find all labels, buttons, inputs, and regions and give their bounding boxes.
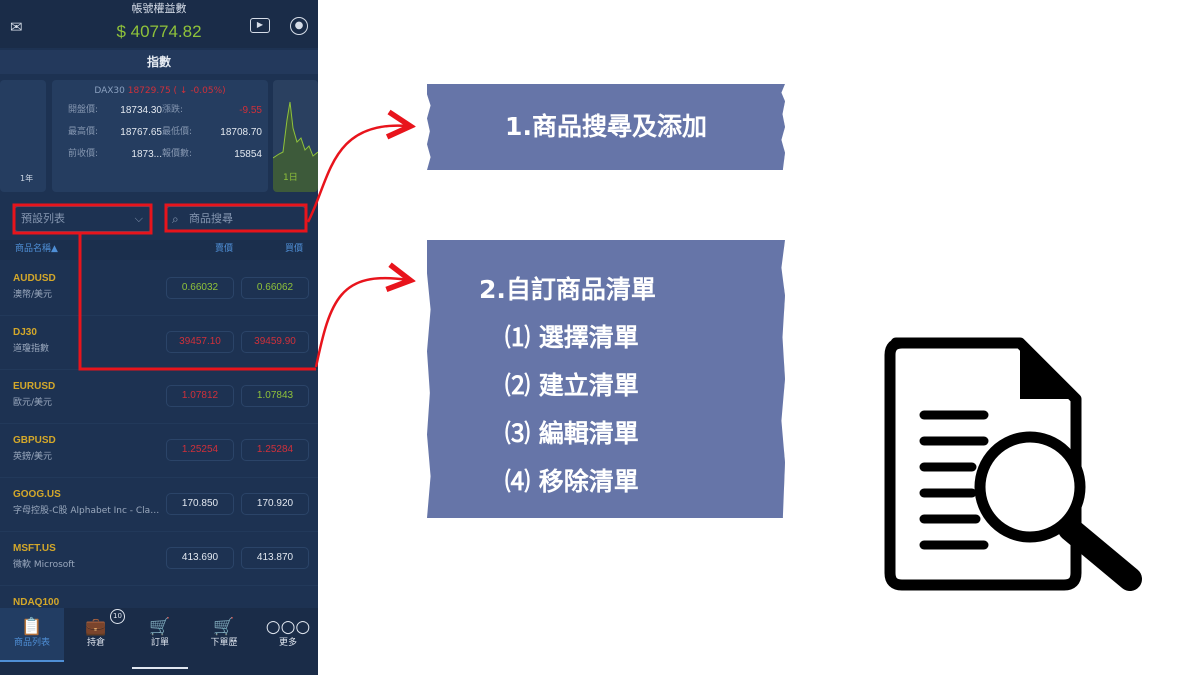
nav-label: 商品列表 [13,638,50,648]
index-name: DAX30 [94,86,125,96]
product-symbol: NDAQ100 [13,597,60,608]
index-stat-value: 18708.70 [220,126,262,138]
column-name[interactable]: 商品名稱▲ [15,244,58,254]
buy-price-button[interactable]: 1.25284 [241,439,309,461]
column-buy: 買價 [285,244,304,254]
buy-price-button[interactable]: 0.66062 [241,277,309,299]
product-row[interactable]: EURUSD 歐元/美元 1.07812 1.07843 [0,370,318,424]
index-stat-label: 前收價: [68,148,99,159]
buy-price-button[interactable]: 170.920 [241,493,309,515]
arrow-2 [314,278,408,368]
balance-title: 帳號權益數 [131,2,187,15]
sell-price-button[interactable]: 1.07812 [166,385,234,407]
banner2-title: 2.自訂商品清單 [479,275,656,304]
nav-label: 訂單 [150,638,169,648]
period-label: 1年 [20,174,34,184]
index-price: 18729.75 ( ↓ -0.05%) [127,86,226,96]
period-label: 1日 [283,173,298,184]
sell-price-button[interactable]: 170.850 [166,493,234,515]
list-header: 商品名稱▲ 賣價 買價 [0,240,318,260]
sell-price-button[interactable]: 1.25254 [166,439,234,461]
banner2-item: ⑶ 編輯清單 [505,419,639,448]
arrow-1 [306,126,408,223]
product-name: 道瓊指數 [13,344,50,354]
sell-price-button[interactable]: 0.66032 [166,277,234,299]
product-symbol: AUDUSD [13,273,56,284]
cart-plus-icon: 🛒 [213,617,235,637]
nav-label: 更多 [278,638,297,648]
banner2-item: ⑴ 選擇清單 [505,323,639,352]
sell-price-button[interactable]: 413.690 [166,547,234,569]
column-sell: 賣價 [215,244,234,254]
product-symbol: EURUSD [13,381,56,392]
buy-price-button[interactable]: 39459.90 [241,331,309,353]
list-select[interactable]: 預設列表 ⌵ [14,206,152,232]
briefcase-icon: 💼 [85,617,107,637]
product-symbol: DJ30 [13,327,37,338]
index-stat-label: 報價數: [162,148,193,159]
product-row[interactable]: DJ30 道瓊指數 39457.10 39459.90 [0,316,318,370]
cart-icon: 🛒 [149,617,171,637]
product-row[interactable]: GBPUSD 英鎊/美元 1.25254 1.25284 [0,424,318,478]
buy-price-button[interactable]: 413.870 [241,547,309,569]
product-symbol: GBPUSD [13,435,56,446]
banner-custom-list: 2.自訂商品清單 ⑴ 選擇清單 ⑵ 建立清單 ⑶ 編輯清單 ⑷ 移除清單 [427,240,785,518]
index-stat-value: 15854 [234,148,262,160]
nav-positions[interactable]: 💼持倉 10 [64,608,128,662]
index-stat-label: 最低價: [162,126,193,137]
product-name: 歐元/美元 [13,398,53,408]
search-input[interactable]: ⌕ 商品搜尋 [166,206,306,232]
index-stat-label: 漲跌: [162,104,184,115]
section-title: 指數 [0,50,318,74]
index-stat-value: -9.55 [239,104,262,116]
search-placeholder: 商品搜尋 [189,212,233,225]
positions-badge: 10 [110,609,125,624]
home-indicator [132,667,188,669]
clipboard-icon: 📋 [21,617,43,637]
product-name: 澳幣/美元 [13,290,53,300]
index-stat-value: 18767.65 [120,126,162,138]
app-header: ✉ 帳號權益數 $ 40774.82 ▶ ● [0,0,318,48]
nav-more[interactable]: ○○○更多 [256,608,320,662]
chevron-down-icon: ⌵ [134,212,143,225]
product-row[interactable]: AUDUSD 澳幣/美元 0.66032 0.66062 [0,262,318,316]
index-stat-value: 18734.30 [120,104,162,116]
index-stat-label: 開盤價: [68,104,99,115]
banner2-item: ⑷ 移除清單 [505,467,639,496]
nav-label: 下單歷 [210,638,238,648]
product-name: 微軟 Microsoft [13,560,75,570]
index-card-next[interactable]: 1日 [273,80,318,192]
product-symbol: GOOG.US [13,489,61,500]
product-name: 字母控股-C股 Alphabet Inc - Class C [13,506,163,516]
banner2-item: ⑵ 建立清單 [505,371,639,400]
nav-label: 持倉 [86,638,105,648]
mail-icon[interactable]: ✉ [10,18,23,36]
nav-product-list[interactable]: 📋商品列表 [0,608,64,662]
sell-price-button[interactable]: 39457.10 [166,331,234,353]
document-search-icon [884,337,1142,591]
banner-search-add: 1.商品搜尋及添加 [427,84,785,170]
index-card-prev[interactable]: 1年 [0,80,46,192]
buy-price-button[interactable]: 1.07843 [241,385,309,407]
trading-app-screen: ✉ 帳號權益數 $ 40774.82 ▶ ● 指數 1年 DAX30 18729… [0,0,318,675]
more-icon: ○○○ [265,617,311,637]
nav-order-history[interactable]: 🛒下單歷 [192,608,256,662]
product-row[interactable]: MSFT.US 微軟 Microsoft 413.690 413.870 [0,532,318,586]
index-stat-value: 1873... [131,148,162,160]
list-select-value: 預設列表 [21,212,65,225]
search-icon: ⌕ [172,212,179,226]
index-stat-label: 最高價: [68,126,99,137]
product-symbol: MSFT.US [13,543,56,554]
product-name: 英鎊/美元 [13,452,53,462]
nav-orders[interactable]: 🛒訂單 [128,608,192,662]
profile-icon[interactable]: ● [290,17,308,35]
balance-value: $ 40774.82 [116,22,202,41]
video-icon[interactable]: ▶ [250,18,270,33]
